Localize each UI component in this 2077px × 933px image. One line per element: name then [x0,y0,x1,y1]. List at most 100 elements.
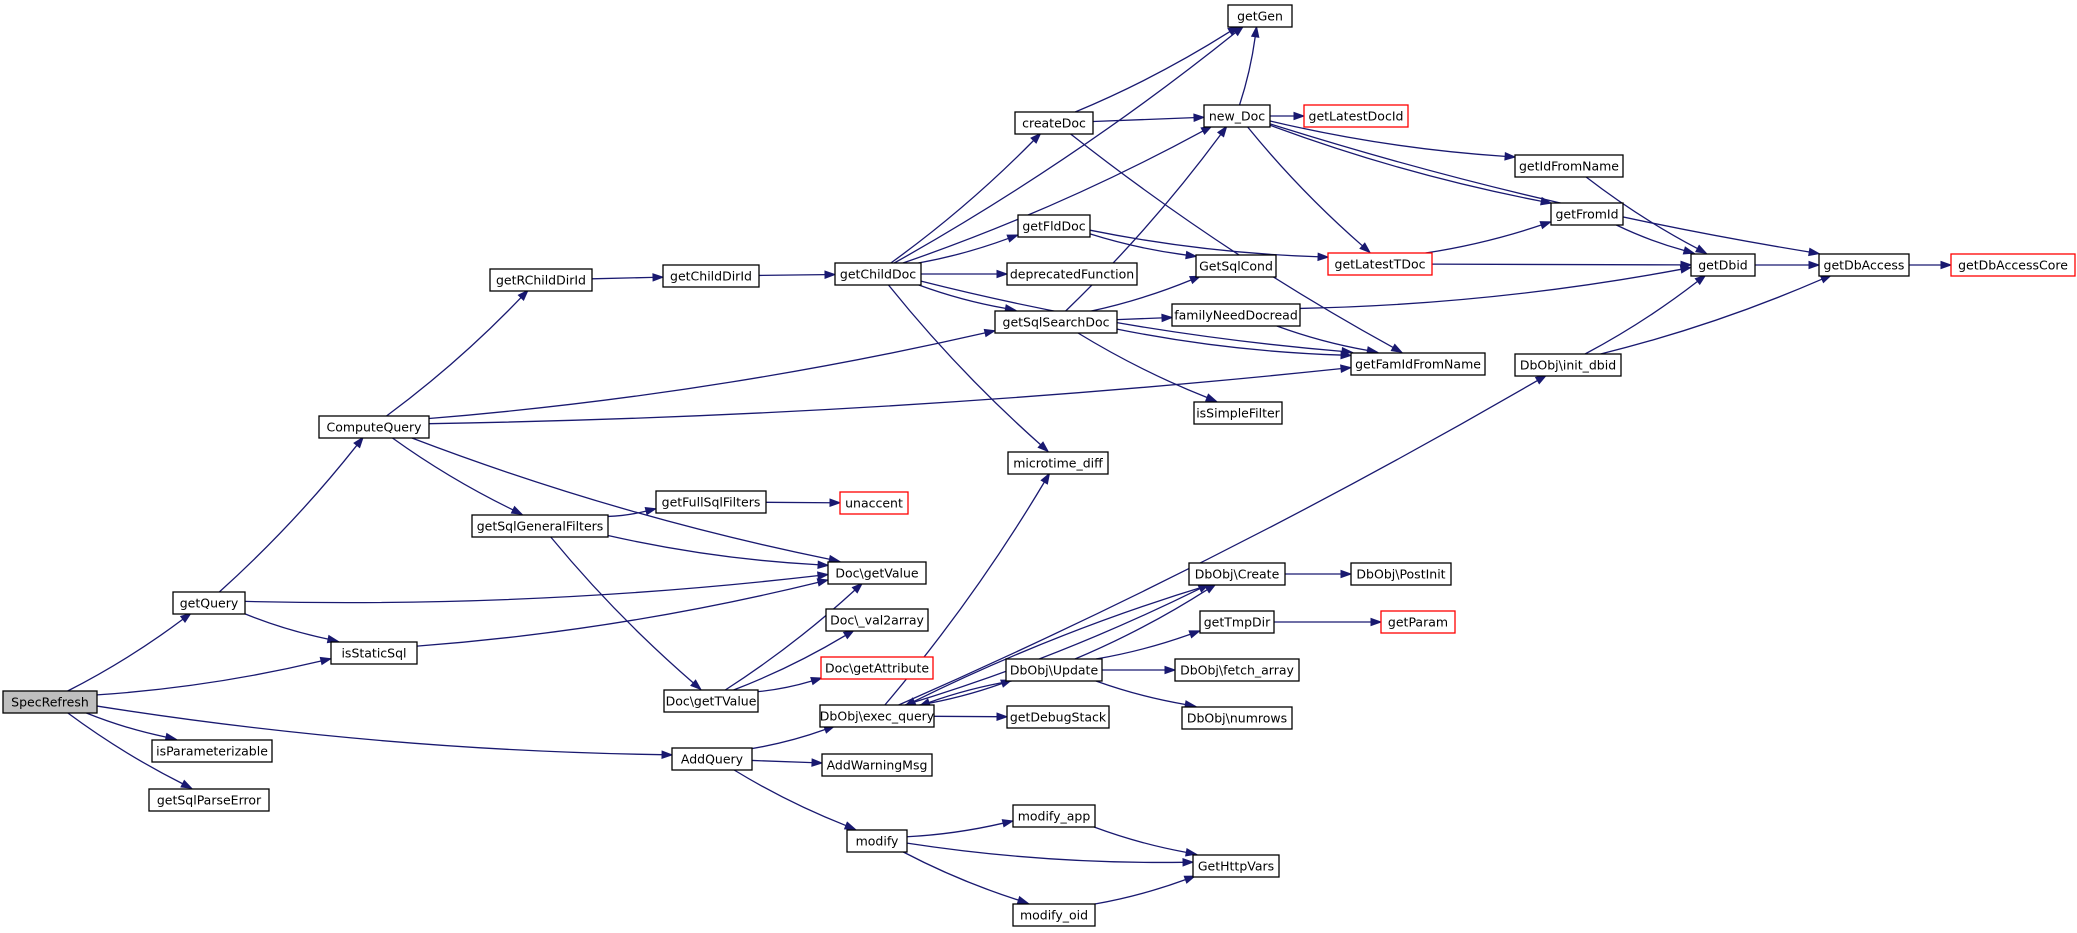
node-ComputeQuery[interactable]: ComputeQuery [318,415,430,439]
node-DbObjExecQuery[interactable]: DbObj\exec_query [819,704,935,728]
arrowhead-icon [1185,250,1198,260]
edge-line [1074,589,1208,660]
node-getQuery[interactable]: getQuery [172,591,246,615]
node-getFullSqlFilters[interactable]: getFullSqlFilters [655,490,767,514]
node-box [1303,104,1409,128]
node-getRChildDirId[interactable]: getRChildDirId [489,268,593,292]
node-isStaticSql[interactable]: isStaticSql [330,641,418,665]
node-DbObjNumrows[interactable]: DbObj\numrows [1181,706,1293,730]
arrowhead-icon [1940,260,1953,270]
node-getFromId[interactable]: getFromId [1550,202,1624,226]
node-getChildDoc[interactable]: getChildDoc [834,262,922,286]
node-deprecatedFunction[interactable]: deprecatedFunction [1006,262,1138,286]
edge-getSqlSearchDoc-to-isSimpleFilter [1077,332,1218,402]
edge-getChildDirId-to-getChildDoc [758,270,837,279]
node-DbObjCreate[interactable]: DbObj\Create [1188,562,1286,586]
node-modify_oid[interactable]: modify_oid [1012,903,1096,927]
node-box [1174,658,1300,682]
node-new_Doc[interactable]: new_Doc [1203,104,1271,128]
node-box [1514,353,1622,377]
arrowhead-icon [1161,313,1174,323]
node-label: microtime_diff [1013,456,1103,471]
edge-init_dbid-to-getDbid [1584,274,1707,355]
edge-DbObjExecQuery-to-getDebugStack [933,712,1009,721]
node-getParam[interactable]: getParam [1380,610,1456,634]
node-getDebugStack[interactable]: getDebugStack [1006,705,1110,729]
node-getIdFromName[interactable]: getIdFromName [1514,154,1624,178]
edge-line [1616,224,1685,252]
edge-AddQuery-to-AddWarningMsg [751,758,824,767]
node-box [1227,4,1293,28]
node-getLatestDocId[interactable]: getLatestDocId [1303,104,1409,128]
node-box [1818,253,1910,277]
node-label: AddWarningMsg [827,758,928,773]
edge-line [386,297,522,417]
node-box [1181,706,1293,730]
node-label: getFamIdFromName [1355,357,1481,372]
arrowhead-icon [1001,819,1015,828]
node-getSqlParseError[interactable]: getSqlParseError [148,788,270,812]
edge-getSqlGeneralFilters-to-DocGetValue [607,534,830,570]
node-box [1203,104,1271,128]
node-getDbAccess[interactable]: getDbAccess [1818,253,1910,277]
node-getDbid[interactable]: getDbid [1690,253,1756,277]
node-createDoc[interactable]: createDoc [1014,111,1094,135]
node-label: DbObj\PostInit [1356,567,1445,582]
node-getFldDoc[interactable]: getFldDoc [1017,214,1091,238]
node-AddQuery[interactable]: AddQuery [671,747,753,771]
arrowhead-icon [1682,246,1696,255]
node-getDbAccessCore[interactable]: getDbAccessCore [1950,253,2076,277]
node-box [1192,854,1280,878]
node-getGen[interactable]: getGen [1227,4,1293,28]
edge-SpecRefresh-to-isStaticSql [96,656,333,696]
arrowhead-icon [1182,858,1195,867]
node-modify_app[interactable]: modify_app [1012,804,1096,828]
node-DocVal2array[interactable]: Doc\_val2array [825,608,929,632]
node-GetHttpVars[interactable]: GetHttpVars [1192,854,1280,878]
node-microtime_diff[interactable]: microtime_diff [1007,451,1109,475]
node-DocGetAttribute[interactable]: Doc\getAttribute [820,656,934,680]
node-DocGetValue[interactable]: Doc\getValue [827,561,927,585]
node-box [663,689,759,713]
node-isParameterizable[interactable]: isParameterizable [151,739,273,763]
node-GetSqlCond[interactable]: GetSqlCond [1195,254,1277,278]
node-isSimpleFilter[interactable]: isSimpleFilter [1193,401,1283,425]
node-box [1193,401,1283,425]
arrowhead-icon [1340,569,1353,579]
edge-new_Doc-to-getIdFromName [1269,120,1517,161]
arrowhead-icon [1250,25,1260,38]
edge-line [733,769,847,827]
node-init_dbid[interactable]: DbObj\init_dbid [1514,353,1622,377]
node-AddWarningMsg[interactable]: AddWarningMsg [821,753,933,777]
arrowhead-icon [996,269,1009,279]
node-familyNeedDocread[interactable]: familyNeedDocread [1171,303,1301,327]
edge-new_Doc-to-getDbAccess [1269,123,1821,257]
edge-line [1269,124,1542,202]
node-getLatestTDoc[interactable]: getLatestTDoc [1327,252,1433,276]
node-getTmpDir[interactable]: getTmpDir [1199,610,1275,634]
node-DbObjUpdate[interactable]: DbObj\Update [1005,658,1103,682]
edge-ComputeQuery-to-DocGetValue [411,437,841,564]
node-getSqlGeneralFilters[interactable]: getSqlGeneralFilters [471,514,609,538]
edge-getFldDoc-to-getLatestTDoc [1089,229,1330,262]
node-getSqlSearchDoc[interactable]: getSqlSearchDoc [994,310,1118,334]
node-getFamIdFromName[interactable]: getFamIdFromName [1350,352,1486,376]
node-label: getRChildDirId [496,273,586,288]
node-DbObjPostInit[interactable]: DbObj\PostInit [1350,562,1452,586]
edge-line [1094,878,1186,905]
edge-line [591,276,654,280]
node-modify[interactable]: modify [846,829,908,853]
arrowhead-icon [1188,630,1202,639]
node-DbObjFetchArray[interactable]: DbObj\fetch_array [1174,658,1300,682]
edge-line [1584,280,1698,355]
node-box [1690,253,1756,277]
node-getChildDirId[interactable]: getChildDirId [662,264,760,288]
node-label: isSimpleFilter [1196,406,1280,421]
node-DocGetTValue[interactable]: Doc\getTValue [663,689,759,713]
edge-isStaticSql-to-DocGetValue [416,578,830,647]
node-label: ComputeQuery [327,420,423,435]
node-unaccent[interactable]: unaccent [839,491,909,515]
node-SpecRefresh[interactable]: SpecRefresh [2,690,98,714]
arrowhead-icon [824,270,837,279]
arrowhead-icon [180,779,193,789]
